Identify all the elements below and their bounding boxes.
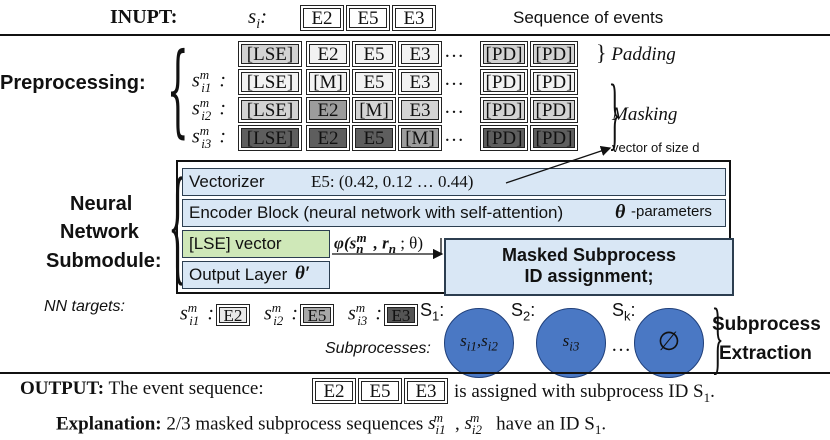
target-label: smi2: — [264, 300, 298, 328]
token-cell: E2 — [306, 41, 350, 67]
encoder-box: Encoder Block (neural network with self-… — [182, 199, 726, 227]
preprocessing-row-label: smi3: — [192, 123, 226, 151]
output-line: OUTPUT: The event sequence: — [20, 378, 264, 400]
token-cell: [M] — [398, 125, 442, 151]
output-label: OUTPUT: — [20, 378, 105, 399]
input-token-1: E2 — [300, 5, 344, 31]
output-token-1: E2 — [312, 378, 356, 404]
bottom-divider — [0, 372, 830, 374]
input-description: Sequence of events — [513, 8, 664, 27]
masking-brace: } — [608, 67, 621, 158]
output-token-2: E5 — [358, 378, 402, 404]
phi-expression: φ(snm, rn ; θ) — [334, 230, 423, 257]
nn-label-3: Submodule: — [46, 250, 162, 272]
token-cell: E5 — [352, 69, 396, 95]
subprocess-circle-1: si1,si2 — [444, 308, 514, 378]
token-cell: E3 — [398, 69, 442, 95]
top-divider — [0, 34, 830, 36]
masking-label: Masking — [612, 104, 678, 125]
token-cell: [LSE] — [238, 125, 302, 151]
input-label: INUPT: — [110, 6, 178, 28]
token-cell: [M] — [352, 97, 396, 123]
subprocesses-label: Subprocesses: — [325, 340, 431, 357]
output-text-2: is assigned with subprocess ID S1. — [454, 381, 715, 405]
token-cell: [M] — [306, 69, 350, 95]
token-cell: [LSE] — [238, 97, 302, 123]
sk-label: Sk: — [612, 300, 636, 324]
token-cell: [LSE] — [238, 69, 302, 95]
nn-label-2: Network — [60, 221, 139, 243]
extraction-brace: } — [711, 291, 724, 382]
token-cell: [LSE] — [238, 41, 302, 67]
token-cell: [PD] — [530, 41, 578, 67]
lse-vector-box: [LSE] vector — [182, 230, 330, 258]
output-text-1: The event sequence: — [108, 378, 264, 399]
token-cell: [PD] — [530, 97, 578, 123]
extraction-label-1: Subprocess — [712, 314, 821, 335]
vector-size-label: vector of size d — [612, 140, 700, 155]
vectorizer-box: Vectorizer E5: (0.42, 0.12 … 0.44) — [182, 168, 726, 196]
target-label: smi3: — [348, 300, 382, 328]
subprocess-circle-k: ∅ — [634, 308, 704, 378]
token-cell: [PD] — [480, 41, 528, 67]
preprocessing-label: Preprocessing: — [0, 72, 146, 94]
preprocessing-brace: { — [166, 31, 189, 148]
token-cell: E2 — [306, 125, 350, 151]
token-cell: [PD] — [480, 125, 528, 151]
target-token: E5 — [300, 304, 334, 326]
token-cell: [PD] — [530, 69, 578, 95]
target-token: E2 — [216, 304, 250, 326]
padding-label: } Padding — [596, 40, 676, 65]
ellipsis: … — [444, 124, 464, 146]
token-cell: E3 — [398, 41, 442, 67]
preprocessing-row-label: smi1: — [192, 67, 226, 95]
output-token-3: E3 — [404, 378, 448, 404]
input-token-3: E3 — [392, 5, 436, 31]
input-seq-label: si: — [248, 4, 268, 33]
token-cell: [PD] — [530, 125, 578, 151]
token-cell: [PD] — [480, 97, 528, 123]
token-cell: E5 — [352, 125, 396, 151]
extraction-label-2: Extraction — [719, 343, 812, 364]
preprocessing-row-label: smi2: — [192, 95, 226, 123]
explanation-line: Explanation: 2/3 masked subprocess seque… — [56, 410, 607, 438]
target-label: smi1: — [180, 300, 214, 328]
input-token-2: E5 — [346, 5, 390, 31]
token-cell: E5 — [352, 41, 396, 67]
token-cell: [PD] — [480, 69, 528, 95]
output-layer-box: Output Layer θ′ — [182, 261, 330, 289]
token-cell: E3 — [398, 97, 442, 123]
subprocess-dots: … — [611, 334, 631, 356]
masked-subprocess-box: Masked Subprocess ID assignment; — [444, 238, 734, 296]
target-token: E3 — [384, 304, 418, 326]
ellipsis: … — [444, 40, 464, 62]
ellipsis: … — [444, 68, 464, 90]
s1-label: S1: — [420, 300, 445, 324]
nn-targets-label: NN targets: — [44, 298, 125, 315]
s2-label: S2: — [511, 300, 536, 324]
subprocess-circle-2: si3 — [536, 308, 606, 378]
nn-label-1: Neural — [70, 193, 133, 215]
token-cell: E2 — [306, 97, 350, 123]
ellipsis: … — [444, 96, 464, 118]
